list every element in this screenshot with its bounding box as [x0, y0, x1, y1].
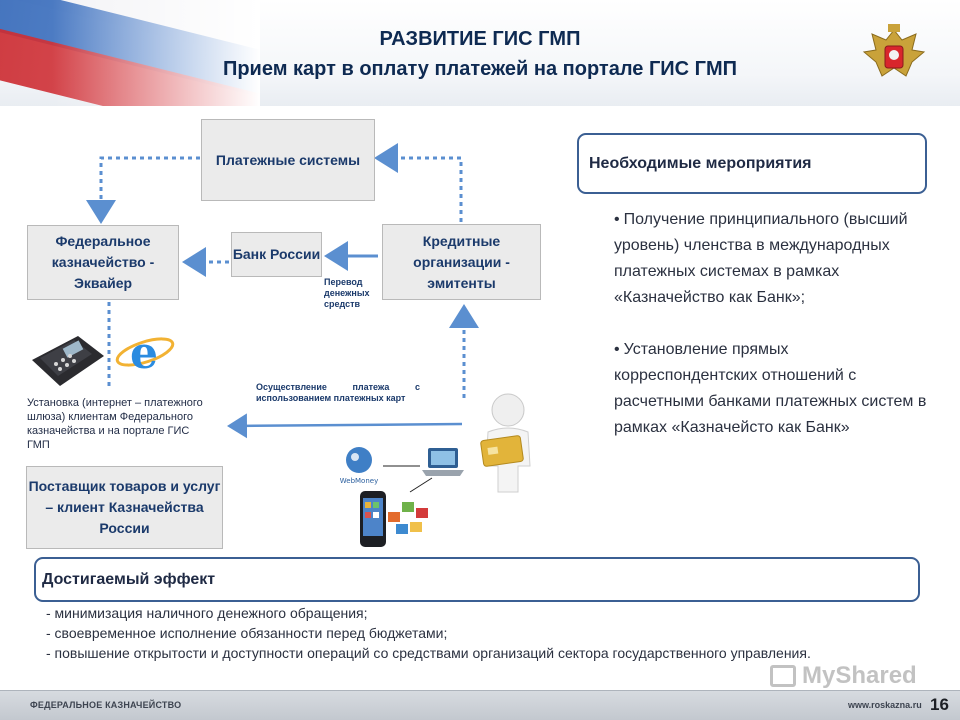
list-item: - минимизация наличного денежного обраще…: [46, 605, 368, 621]
treasury-acquirer-box: Федеральное казначейство - Эквайер: [27, 225, 179, 300]
footer-org: ФЕДЕРАЛЬНОЕ КАЗНАЧЕЙСТВО: [30, 700, 182, 710]
russian-flag-decoration: [0, 0, 260, 106]
list-item: - своевременное исполнение обязанности п…: [46, 625, 448, 641]
installation-caption: Установка (интернет – платежного шлюза) …: [27, 397, 203, 451]
measures-heading-box: Необходимые мероприятия: [577, 133, 927, 194]
slide-header: РАЗВИТИЕ ГИС ГМП Прием карт в оплату пла…: [0, 0, 960, 106]
svg-text:e: e: [130, 328, 158, 376]
slide-title: РАЗВИТИЕ ГИС ГМП: [379, 28, 581, 50]
footer-site-link[interactable]: www.roskazna.ru: [848, 700, 922, 710]
measures-list: •Получение принципиального (высший урове…: [614, 207, 934, 467]
effect-heading-box: Достигаемый эффект: [34, 557, 920, 602]
list-item: •Получение принципиального (высший урове…: [614, 211, 908, 306]
browser-icon: e: [115, 328, 175, 376]
webmoney-icon: WebMoney: [340, 447, 378, 485]
card-payment-label: Осуществление платежа с использованием п…: [256, 382, 420, 403]
effect-list: - минимизация наличного денежного обраще…: [46, 603, 932, 663]
payer-with-card-icon: [480, 393, 531, 493]
list-item: - повышение открытости и доступности опе…: [46, 645, 811, 661]
treasury-emblem-icon: [862, 24, 926, 77]
watermark: MyShared: [770, 662, 917, 690]
supplier-box: Поставщик товаров и услуг – клиент Казна…: [26, 466, 223, 549]
list-item: •Установление прямых корреспондентских о…: [614, 341, 927, 436]
credit-organizations-box: Кредитные организации - эмитенты: [382, 224, 541, 300]
effect-heading: Достигаемый эффект: [42, 570, 216, 588]
bank-of-russia-box: Банк России: [231, 232, 322, 277]
payment-systems-box: Платежные системы: [201, 119, 375, 201]
transfer-label: Перевод денежных средств: [324, 277, 370, 309]
pos-terminal-icon: [32, 336, 104, 386]
page-number: 16: [930, 695, 949, 714]
app-tiles-icon: [388, 502, 428, 534]
watermark-logo-icon: [770, 665, 796, 687]
smartphone-icon: [360, 491, 386, 547]
svg-text:WebMoney: WebMoney: [340, 477, 378, 485]
slide-subtitle: Прием карт в оплату платежей на портале …: [222, 58, 738, 80]
slide-footer: ФЕДЕРАЛЬНОЕ КАЗНАЧЕЙСТВО www.roskazna.ru…: [0, 690, 960, 720]
measures-heading: Необходимые мероприятия: [589, 154, 812, 172]
laptop-icon: [422, 448, 464, 476]
